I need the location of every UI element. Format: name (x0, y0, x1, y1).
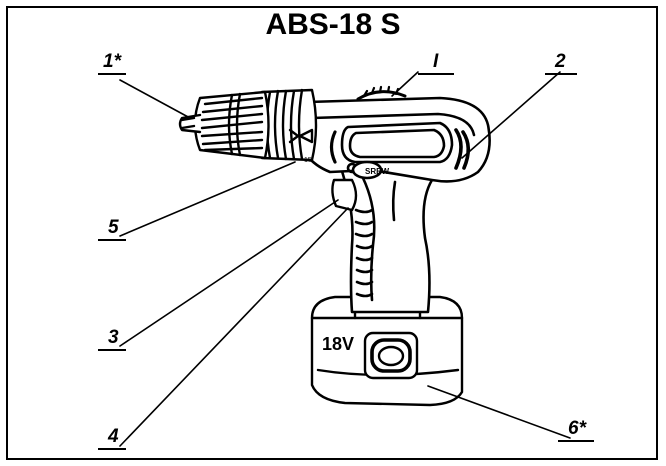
callout-1-underline (98, 73, 126, 75)
battery-voltage-label: 18V (322, 334, 354, 354)
callout-2: 2 (555, 51, 566, 72)
callout-6-underline (558, 440, 594, 442)
keyless-chuck (178, 90, 270, 160)
diagram-frame (6, 6, 658, 460)
callout-5: 5 (108, 217, 119, 238)
motor-housing (296, 85, 491, 183)
callout-6: 6* (568, 418, 586, 439)
callout-3-underline (98, 349, 126, 351)
callout-3: 3 (108, 327, 119, 348)
callout-4-underline (98, 448, 126, 450)
trigger (331, 178, 358, 212)
callout-1: 1* (103, 51, 121, 72)
callout-4: 4 (108, 426, 119, 447)
leader-lines (119, 71, 571, 447)
diagram-title: ABS-18 S (265, 8, 401, 41)
torque-scale-label: 15 (304, 157, 312, 164)
screw-button-label: SREW (365, 167, 389, 176)
callout-i: I (433, 51, 439, 72)
callout-2-underline (545, 73, 577, 75)
callout-5-underline (98, 239, 126, 241)
callout-i-underline (418, 73, 454, 75)
